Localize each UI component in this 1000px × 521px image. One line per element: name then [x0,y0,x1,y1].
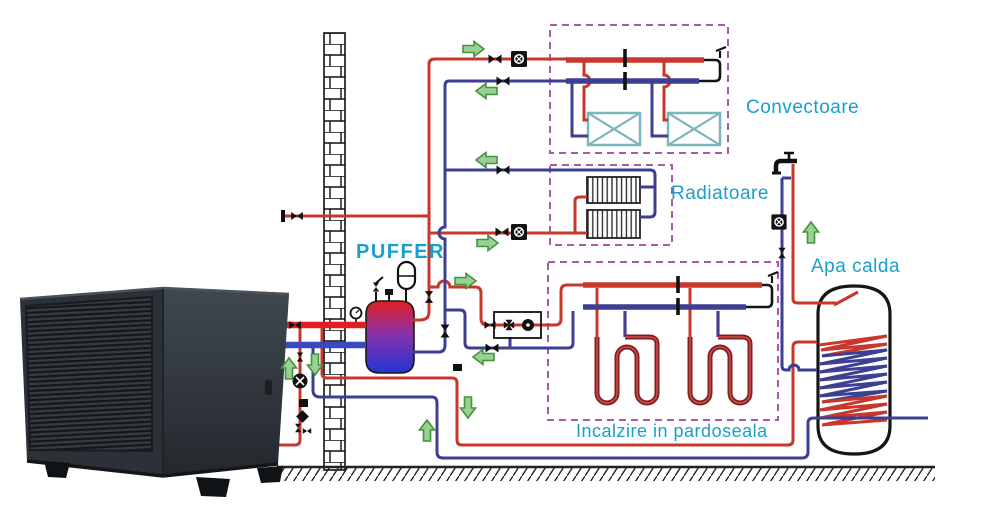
pressure-gauge [349,306,366,325]
hot-water-label: Apa calda [811,256,901,277]
valve-icon [302,428,312,434]
foot [196,477,230,497]
arrow-left-icon [475,82,498,100]
pump-icon [510,223,528,241]
pump-icon [510,50,528,68]
handle [265,380,272,395]
arrow-down-icon [306,353,324,376]
louver-grille [24,295,153,453]
radiator-units [586,176,641,239]
foot [44,461,70,478]
filter-icon [296,410,309,423]
foot [257,466,283,483]
mixing-group-box [493,311,542,339]
arrow-down-icon [459,396,477,419]
ground [277,465,935,481]
pump-icon [770,213,788,231]
floor-heating-zone-box [547,261,779,421]
valve-icon [440,324,450,338]
valve-icon [496,165,510,175]
valve-icon [778,247,786,259]
pump-icon [291,372,309,390]
valve-icon [495,227,509,237]
mixing-valve-icon [503,319,515,331]
radiators-label: Radiatoare [671,183,769,204]
hot-water-tank [816,284,892,456]
valves-and-pumps [289,50,797,434]
arrow-right-icon [462,40,485,58]
puffer-tank [349,260,417,374]
heat-pump-unit [19,286,290,497]
puffer-label: PUFFER [356,241,445,263]
valve-icon [296,352,304,362]
valve-icon [485,343,499,353]
manifold-end-connectors [281,45,779,371]
arrow-up-icon [802,221,820,244]
floor-heating-label: Incalzire in pardoseala [576,421,768,441]
dip-tube [833,290,859,307]
arrow-right-icon [476,234,499,252]
valve-icon [496,76,510,86]
coil-bottom-red [819,394,888,427]
arrow-up-icon [418,419,436,442]
safety-valve [372,282,380,292]
air-vent-icon [767,270,779,283]
convectors-label: Convectoare [746,97,860,118]
sensor-pocket [453,364,462,371]
valve-icon [291,211,303,221]
coil-top-red [818,334,888,358]
brick-wall [323,32,346,471]
valve-icon [424,291,434,303]
arrow-left-icon [472,348,495,366]
coil-middle-blue [819,348,888,404]
valve-icon [488,54,502,64]
arrow-left-icon [475,151,498,169]
convectors-zone-box [549,24,729,154]
radiators-zone-box [549,164,673,246]
blue-return-pipes [280,78,928,460]
floor-heating-coils [594,288,753,406]
air-vent-icon [715,45,727,58]
faucet-icon [772,151,797,175]
convector-units [586,111,722,147]
fitting [299,399,308,407]
